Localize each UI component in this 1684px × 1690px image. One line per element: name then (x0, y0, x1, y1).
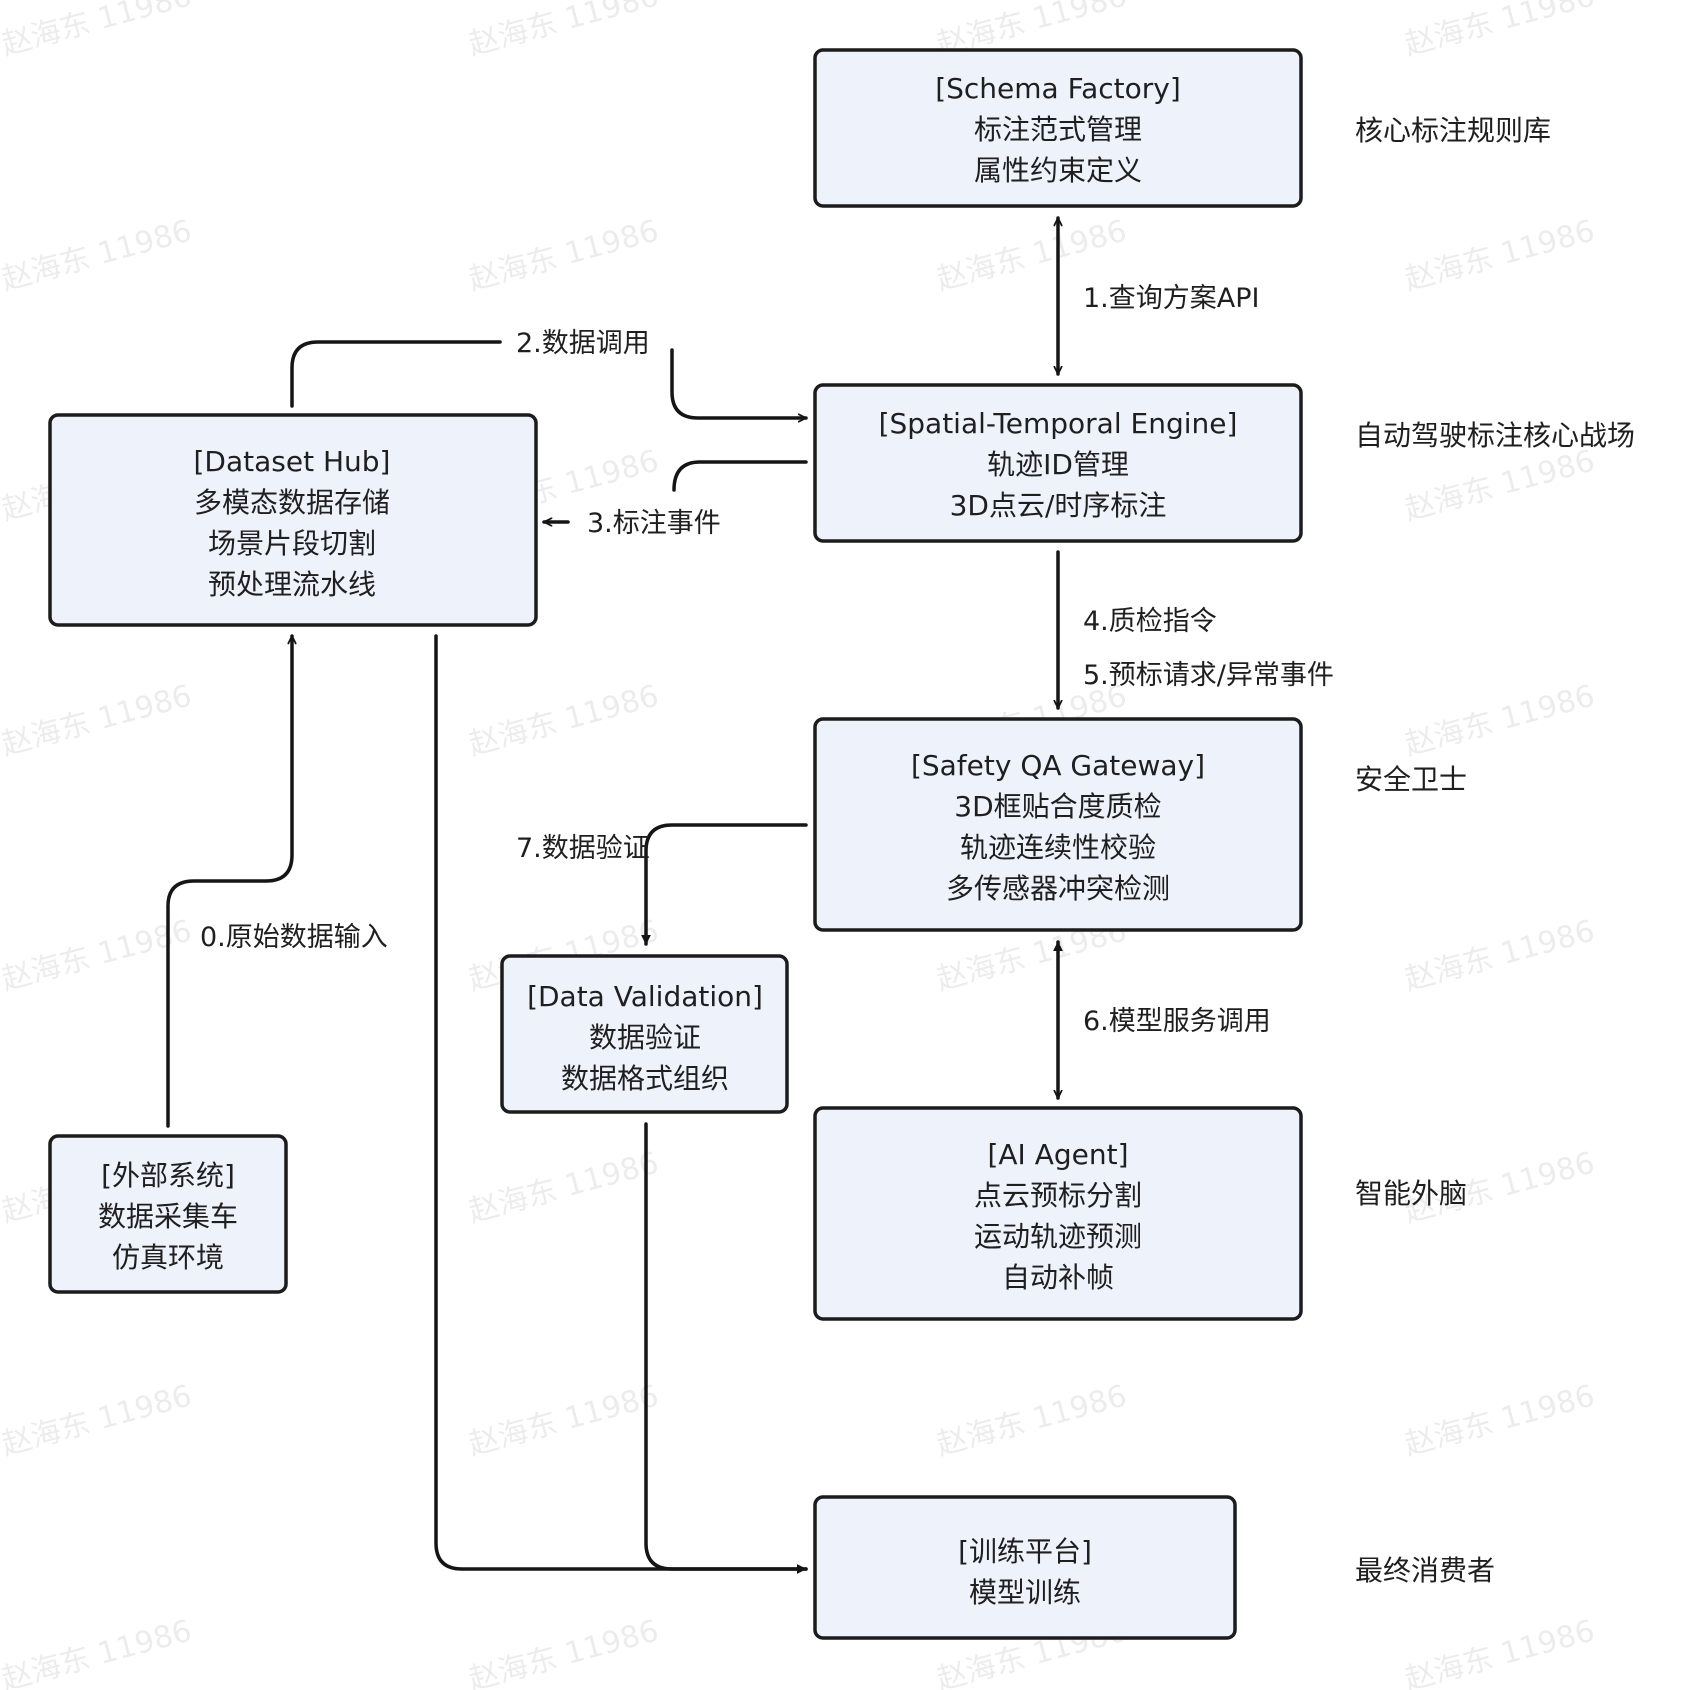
watermark-text: 赵海东 11986 (465, 213, 662, 297)
watermark-text: 赵海东 11986 (1401, 443, 1598, 527)
watermark-text: 赵海东 11986 (0, 1613, 195, 1690)
node-title: [Spatial-Temporal Engine] (879, 407, 1238, 440)
node-title: [Data Validation] (527, 980, 763, 1013)
edge-data-call-right (670, 348, 808, 418)
edges (166, 216, 1058, 1574)
edge-validation-to-training (644, 1122, 808, 1571)
side-label-schema-factory: 核心标注规则库 (1355, 114, 1551, 147)
side-label-ai-agent: 智能外脑 (1355, 1177, 1467, 1210)
edge-labels: 1.查询方案API 2.数据调用 3.标注事件 4.质检指令 5.预标请求/异常… (200, 283, 1334, 1037)
edge-data-validation (641, 823, 808, 946)
watermark-text: 赵海东 11986 (1401, 678, 1598, 762)
watermark-text: 赵海东 11986 (0, 0, 195, 63)
watermark-text: 赵海东 11986 (0, 678, 195, 762)
edge-hub-to-training (434, 634, 808, 1574)
edge-label-prelabel-request: 5.预标请求/异常事件 (1083, 660, 1334, 691)
node-line: 标注范式管理 (974, 113, 1142, 146)
node-title: [Dataset Hub] (194, 445, 391, 478)
edge-label-qa-command: 4.质检指令 (1083, 606, 1217, 637)
node-training-platform: [训练平台] 模型训练 (813, 1495, 1237, 1640)
watermark-text: 赵海东 11986 (1401, 0, 1598, 63)
node-line: 点云预标分割 (974, 1179, 1142, 1212)
edge-label-model-service-call: 6.模型服务调用 (1083, 1006, 1271, 1037)
edge-label-data-call: 2.数据调用 (516, 328, 650, 359)
node-title: [训练平台] (958, 1535, 1092, 1568)
watermark-text: 赵海东 11986 (1401, 1378, 1598, 1462)
node-title: [Safety QA Gateway] (911, 749, 1205, 782)
node-data-validation: [Data Validation] 数据验证 数据格式组织 (500, 954, 789, 1114)
node-title: [外部系统] (101, 1159, 235, 1192)
watermark-text: 赵海东 11986 (0, 1378, 195, 1462)
node-line: 场景片段切割 (208, 527, 376, 560)
edge-label-raw-data-input: 0.原始数据输入 (200, 922, 388, 953)
node-line: 多传感器冲突检测 (946, 872, 1170, 905)
node-safety-qa-gateway: [Safety QA Gateway] 3D框贴合度质检 轨迹连续性校验 多传感… (813, 717, 1303, 932)
watermark-text: 赵海东 11986 (0, 213, 195, 297)
node-ai-agent: [AI Agent] 点云预标分割 运动轨迹预测 自动补帧 (813, 1106, 1303, 1321)
node-title: [Schema Factory] (935, 72, 1181, 105)
watermark-text: 赵海东 11986 (465, 1613, 662, 1690)
node-box (813, 383, 1303, 543)
node-line: 模型训练 (969, 1576, 1081, 1609)
node-box (48, 1134, 288, 1294)
node-line: 3D框贴合度质检 (954, 790, 1161, 823)
node-line: 运动轨迹预测 (974, 1220, 1142, 1253)
node-line: 数据采集车 (98, 1200, 238, 1233)
node-box (500, 954, 789, 1114)
side-label-safety-qa-gateway: 安全卫士 (1355, 763, 1467, 796)
node-line: 预处理流水线 (208, 568, 376, 601)
node-line: 属性约束定义 (974, 154, 1142, 187)
node-box (48, 413, 538, 627)
node-line: 轨迹ID管理 (987, 448, 1129, 481)
node-line: 自动补帧 (1002, 1261, 1114, 1294)
watermark-text: 赵海东 11986 (1401, 913, 1598, 997)
edge-label-query-api: 1.查询方案API (1083, 283, 1259, 314)
node-schema-factory: [Schema Factory] 标注范式管理 属性约束定义 (813, 48, 1303, 208)
node-title: [AI Agent] (987, 1138, 1128, 1171)
node-box (813, 48, 1303, 208)
edge-label-data-validation: 7.数据验证 (516, 833, 650, 864)
watermark-text: 赵海东 11986 (1401, 213, 1598, 297)
watermark-text: 赵海东 11986 (465, 0, 662, 63)
side-labels: 核心标注规则库 自动驾驶标注核心战场 安全卫士 智能外脑 最终消费者 (1355, 114, 1635, 1587)
side-label-training-platform: 最终消费者 (1355, 1554, 1495, 1587)
edge-annotation-event (672, 460, 808, 492)
node-line: 3D点云/时序标注 (950, 489, 1167, 522)
watermark-text: 赵海东 11986 (465, 678, 662, 762)
watermark-layer: 赵海东 11986 赵海东 11986 赵海东 11986 赵海东 11986 赵海东 … (0, 0, 1598, 1690)
edge-data-call-left (290, 340, 502, 408)
node-line: 数据验证 (589, 1021, 701, 1054)
edge-raw-data-input (166, 634, 292, 1128)
node-external-system: [外部系统] 数据采集车 仿真环境 (48, 1134, 288, 1294)
node-box (813, 1495, 1237, 1640)
watermark-text: 赵海东 11986 (1401, 1613, 1598, 1690)
watermark-text: 赵海东 11986 (0, 913, 195, 997)
node-line: 仿真环境 (112, 1241, 224, 1274)
watermark-text: 赵海东 11986 (933, 1378, 1130, 1462)
node-line: 数据格式组织 (561, 1062, 729, 1095)
watermark-text: 赵海东 11986 (465, 1145, 662, 1229)
node-line: 轨迹连续性校验 (960, 831, 1156, 864)
node-dataset-hub: [Dataset Hub] 多模态数据存储 场景片段切割 预处理流水线 (48, 413, 538, 627)
node-box (813, 717, 1303, 932)
node-line: 多模态数据存储 (194, 486, 390, 519)
edge-label-annotation-event: 3.标注事件 (587, 508, 721, 539)
node-box (813, 1106, 1303, 1321)
node-spatial-temporal-engine: [Spatial-Temporal Engine] 轨迹ID管理 3D点云/时序… (813, 383, 1303, 543)
watermark-text: 赵海东 11986 (465, 1378, 662, 1462)
side-label-spatial-temporal-engine: 自动驾驶标注核心战场 (1355, 419, 1635, 452)
